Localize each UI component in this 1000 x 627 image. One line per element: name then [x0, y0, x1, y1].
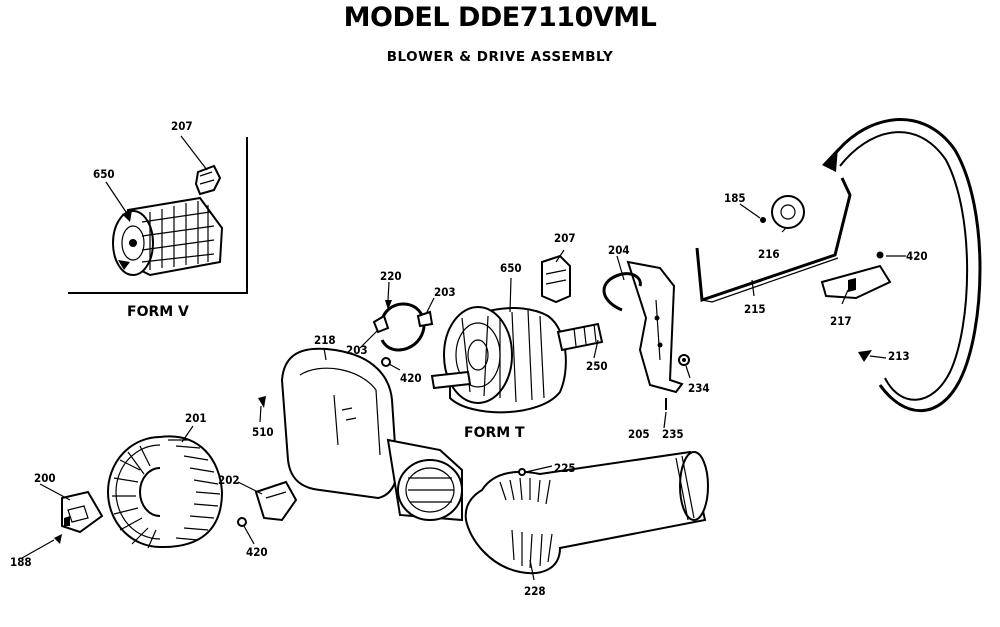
callout-207-form-t: 207 — [554, 231, 576, 245]
diagram-subtitle: BLOWER & DRIVE ASSEMBLY — [386, 49, 614, 65]
screw-225[interactable] — [518, 468, 526, 476]
drive-belt-213[interactable] — [822, 118, 982, 413]
screw-220[interactable] — [385, 300, 392, 310]
callout-215: 215 — [744, 302, 766, 316]
callout-220: 220 — [380, 269, 402, 283]
exhaust-duct-228[interactable] — [464, 450, 709, 575]
callout-510: 510 — [252, 425, 274, 439]
idler-arm-215[interactable] — [695, 177, 852, 303]
blower-wheel-201[interactable] — [107, 435, 224, 549]
callout-205: 205 — [628, 427, 650, 441]
callout-420-clamp: 420 — [400, 371, 422, 385]
screw-188[interactable] — [54, 534, 62, 544]
thermostat-200[interactable] — [61, 490, 104, 534]
callout-203-lower: 203 — [346, 343, 368, 357]
callout-650-form-v: 650 — [93, 167, 115, 181]
callout-420-idler: 420 — [906, 249, 928, 263]
callout-labels: 207 650 220 203 203 650 207 204 185 216 … — [10, 119, 928, 598]
callout-202: 202 — [218, 473, 240, 487]
callout-225: 225 — [554, 461, 576, 475]
callout-213: 213 — [888, 349, 910, 363]
callout-207-form-v: 207 — [171, 119, 193, 133]
form-v-label: FORM V — [127, 304, 189, 320]
idler-bracket-217[interactable] — [820, 264, 892, 300]
screw-185[interactable] — [760, 217, 766, 223]
callout-234: 234 — [688, 381, 710, 395]
callout-200: 200 — [34, 471, 56, 485]
callout-204: 204 — [608, 243, 630, 257]
blower-housing-218[interactable] — [280, 347, 463, 522]
screw-420-idler[interactable] — [876, 251, 884, 259]
callout-250: 250 — [586, 359, 608, 373]
callout-228: 228 — [524, 584, 546, 598]
callout-217: 217 — [830, 314, 852, 328]
form-v-motor-650[interactable] — [112, 196, 224, 277]
form-v-inset — [68, 137, 248, 294]
bracket-202[interactable] — [254, 480, 298, 522]
callout-203-upper: 203 — [434, 285, 456, 299]
motor-mount-205[interactable] — [626, 260, 684, 394]
screw-420-clamp[interactable] — [381, 357, 391, 367]
callout-216: 216 — [758, 247, 780, 261]
callout-185: 185 — [724, 191, 746, 205]
form-v-switch-207[interactable] — [194, 164, 222, 196]
form-t-label: FORM T — [464, 425, 525, 441]
callout-650-form-t: 650 — [500, 261, 522, 275]
callout-235: 235 — [662, 427, 684, 441]
screw-420-bracket[interactable] — [237, 517, 247, 527]
nut-234[interactable] — [678, 354, 690, 366]
idler-pulley-216[interactable] — [771, 195, 805, 229]
callout-188: 188 — [10, 555, 32, 569]
motor-clamp-203[interactable] — [372, 302, 434, 352]
callout-201: 201 — [185, 411, 207, 425]
screw-510[interactable] — [258, 396, 266, 408]
diagram-title: MODEL DDE7110VML — [343, 2, 657, 33]
callout-420-bracket: 420 — [246, 545, 268, 559]
form-t-motor-650[interactable] — [430, 306, 604, 414]
leader-lines — [21, 135, 906, 581]
callout-218: 218 — [314, 333, 336, 347]
switch-207[interactable] — [541, 254, 571, 304]
